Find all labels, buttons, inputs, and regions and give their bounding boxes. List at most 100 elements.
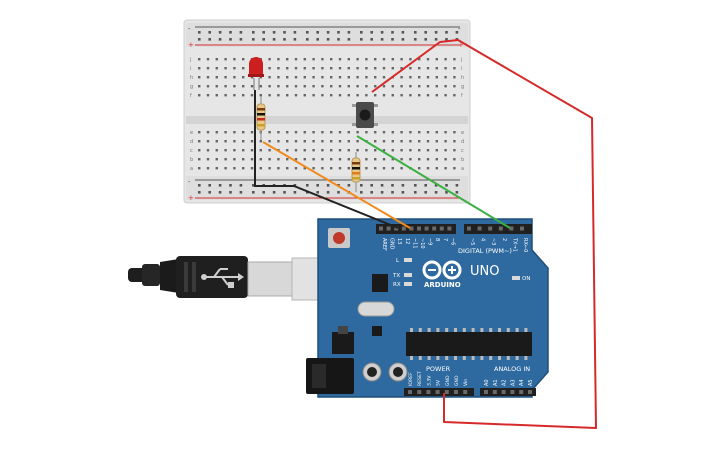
- breadboard-hole[interactable]: [444, 76, 447, 79]
- rail-hole[interactable]: [252, 191, 255, 194]
- rail-hole[interactable]: [455, 31, 459, 34]
- breadboard-hole[interactable]: [312, 131, 315, 134]
- rail-hole[interactable]: [360, 31, 363, 34]
- rail-hole[interactable]: [208, 38, 211, 41]
- rail-hole[interactable]: [218, 31, 222, 34]
- breadboard-hole[interactable]: [312, 76, 315, 79]
- breadboard-hole[interactable]: [242, 76, 245, 79]
- rail-hole[interactable]: [239, 31, 243, 34]
- breadboard-hole[interactable]: [382, 140, 386, 143]
- rail-hole[interactable]: [198, 38, 201, 41]
- breadboard-hole[interactable]: [233, 94, 236, 97]
- breadboard-hole[interactable]: [435, 67, 438, 70]
- breadboard-hole[interactable]: [233, 131, 236, 134]
- breadboard-hole[interactable]: [391, 67, 394, 70]
- top-rail-holes[interactable]: [198, 31, 459, 41]
- breadboard-hole[interactable]: [418, 167, 421, 170]
- rail-hole[interactable]: [370, 31, 373, 34]
- rail-hole[interactable]: [414, 31, 417, 34]
- breadboard-hole[interactable]: [409, 94, 412, 97]
- breadboard-hole[interactable]: [286, 140, 289, 143]
- breadboard-hole[interactable]: [453, 149, 456, 152]
- breadboard-hole[interactable]: [347, 149, 350, 152]
- breadboard-hole[interactable]: [303, 140, 306, 143]
- rail-hole[interactable]: [252, 31, 255, 34]
- breadboard-hole[interactable]: [242, 94, 245, 97]
- rail-hole[interactable]: [198, 184, 201, 187]
- breadboard-hole[interactable]: [365, 67, 368, 70]
- digital-pin-hole[interactable]: [394, 226, 399, 231]
- breadboard-hole[interactable]: [374, 149, 377, 152]
- rail-hole[interactable]: [229, 184, 232, 187]
- breadboard-hole[interactable]: [286, 167, 289, 170]
- breadboard-hole[interactable]: [347, 140, 350, 143]
- breadboard-hole[interactable]: [198, 85, 201, 88]
- breadboard-hole[interactable]: [374, 94, 377, 97]
- breadboard-hole[interactable]: [391, 140, 394, 143]
- rail-hole[interactable]: [337, 38, 340, 41]
- breadboard-hole[interactable]: [206, 94, 210, 97]
- breadboard-hole[interactable]: [409, 140, 412, 143]
- breadboard-hole[interactable]: [277, 94, 280, 97]
- breadboard-hole[interactable]: [312, 140, 315, 143]
- breadboard-hole[interactable]: [347, 131, 350, 134]
- digital-header[interactable]: [376, 224, 532, 234]
- breadboard-hole[interactable]: [365, 94, 368, 97]
- rail-hole[interactable]: [360, 38, 363, 41]
- wire-green-pin2[interactable]: [356, 135, 511, 229]
- breadboard-hole[interactable]: [321, 140, 324, 143]
- breadboard-hole[interactable]: [250, 85, 254, 88]
- breadboard-hole[interactable]: [400, 158, 403, 161]
- rail-hole[interactable]: [401, 38, 405, 41]
- rail-hole[interactable]: [391, 184, 394, 187]
- rail-hole[interactable]: [208, 31, 211, 34]
- rail-hole[interactable]: [283, 38, 286, 41]
- breadboard-hole[interactable]: [382, 67, 386, 70]
- breadboard-hole[interactable]: [418, 149, 421, 152]
- breadboard-hole[interactable]: [374, 76, 377, 79]
- breadboard-hole[interactable]: [198, 131, 201, 134]
- breadboard-hole[interactable]: [312, 167, 315, 170]
- breadboard-hole[interactable]: [391, 158, 394, 161]
- breadboard-hole[interactable]: [426, 131, 430, 134]
- analog-header[interactable]: [480, 388, 536, 396]
- rail-hole[interactable]: [262, 191, 265, 194]
- rail-hole[interactable]: [326, 184, 330, 187]
- breadboard-hole[interactable]: [365, 58, 368, 61]
- rail-hole[interactable]: [326, 31, 330, 34]
- breadboard-hole[interactable]: [286, 158, 289, 161]
- breadboard-hole[interactable]: [356, 58, 359, 61]
- breadboard-hole[interactable]: [198, 140, 201, 143]
- breadboard-hole[interactable]: [382, 131, 386, 134]
- breadboard-hole[interactable]: [286, 85, 289, 88]
- breadboard-hole[interactable]: [409, 58, 412, 61]
- breadboard-hole[interactable]: [233, 76, 236, 79]
- breadboard-hole[interactable]: [409, 67, 412, 70]
- breadboard-hole[interactable]: [330, 149, 333, 152]
- breadboard-hole[interactable]: [391, 131, 394, 134]
- breadboard-hole[interactable]: [365, 131, 368, 134]
- breadboard-hole[interactable]: [374, 58, 377, 61]
- rail-hole[interactable]: [272, 191, 276, 194]
- rail-hole[interactable]: [434, 38, 438, 41]
- breadboard-hole[interactable]: [250, 76, 254, 79]
- rail-hole[interactable]: [293, 31, 297, 34]
- breadboard-hole[interactable]: [444, 131, 447, 134]
- breadboard-hole[interactable]: [426, 158, 430, 161]
- breadboard-hole[interactable]: [400, 140, 403, 143]
- power-pin-hole[interactable]: [435, 390, 440, 394]
- breadboard-hole[interactable]: [338, 131, 342, 134]
- power-pin-hole[interactable]: [426, 390, 431, 394]
- breadboard-hole[interactable]: [338, 140, 342, 143]
- rail-hole[interactable]: [239, 191, 243, 194]
- rail-hole[interactable]: [455, 191, 459, 194]
- digital-pin-hole[interactable]: [439, 226, 444, 231]
- rail-hole[interactable]: [293, 191, 297, 194]
- breadboard-hole[interactable]: [224, 67, 227, 70]
- breadboard-hole[interactable]: [312, 58, 315, 61]
- digital-pin-hole[interactable]: [467, 226, 471, 231]
- rail-hole[interactable]: [239, 38, 243, 41]
- breadboard-hole[interactable]: [374, 167, 377, 170]
- breadboard-hole[interactable]: [382, 167, 386, 170]
